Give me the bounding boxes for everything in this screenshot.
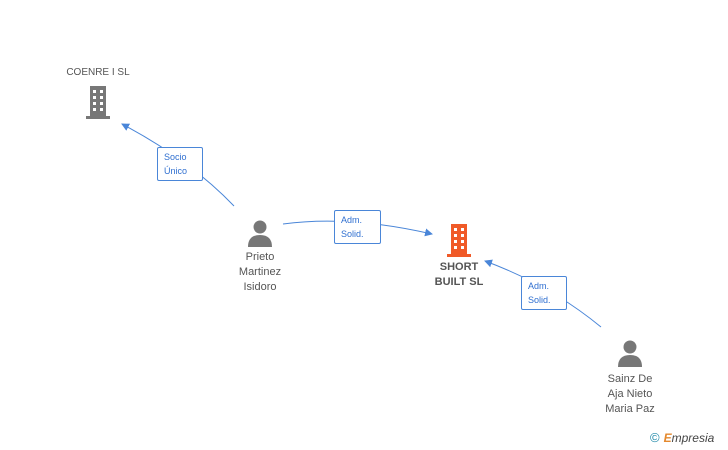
person-icon [248,220,272,247]
building-icon [86,86,110,119]
edge-label-socio-unico[interactable]: Socio Único [157,147,203,181]
node-coenre[interactable]: COENRE I SL [58,65,138,120]
node-sainz-label-line3: Maria Paz [605,403,655,415]
edge-label-adm-solid-sainz[interactable]: Adm. Solid. [521,276,567,310]
node-sainz[interactable]: Sainz De Aja Nieto Maria Paz [592,338,668,417]
node-coenre-label: COENRE I SL [66,67,130,78]
footer-brand: © Empresia [650,430,714,445]
edge-label-adm-solid-sainz-line2: Solid. [528,295,551,305]
edge-label-socio-unico-line2: Único [164,166,188,176]
node-short-built-label-line1: SHORT [439,261,479,273]
brand-logo-rest: mpresia [671,430,715,445]
brand-logo-e: E [663,430,672,445]
node-prieto[interactable]: Prieto Martinez Isidoro [225,218,295,295]
node-prieto-label-line3: Isidoro [243,281,277,293]
node-sainz-label-line1: Sainz De [607,373,653,385]
edge-label-adm-solid-prieto-line2: Solid. [341,229,364,239]
node-prieto-label-line1: Prieto [245,251,275,263]
edge-label-adm-solid-prieto-line1: Adm. [341,215,363,225]
node-short-built-label-line2: BUILT SL [434,276,484,288]
edge-label-adm-solid-sainz-line1: Adm. [528,281,550,291]
node-prieto-label-line2: Martinez [238,266,282,278]
person-icon [618,340,642,367]
node-sainz-label-line2: Aja Nieto [607,388,653,400]
building-icon [447,224,471,257]
brand-logo: Empresia [664,431,715,445]
node-short-built[interactable]: SHORT BUILT SL [420,222,498,290]
edge-label-socio-unico-line1: Socio [164,152,187,162]
edge-label-adm-solid-prieto[interactable]: Adm. Solid. [334,210,381,244]
copyright-symbol: © [650,430,660,445]
